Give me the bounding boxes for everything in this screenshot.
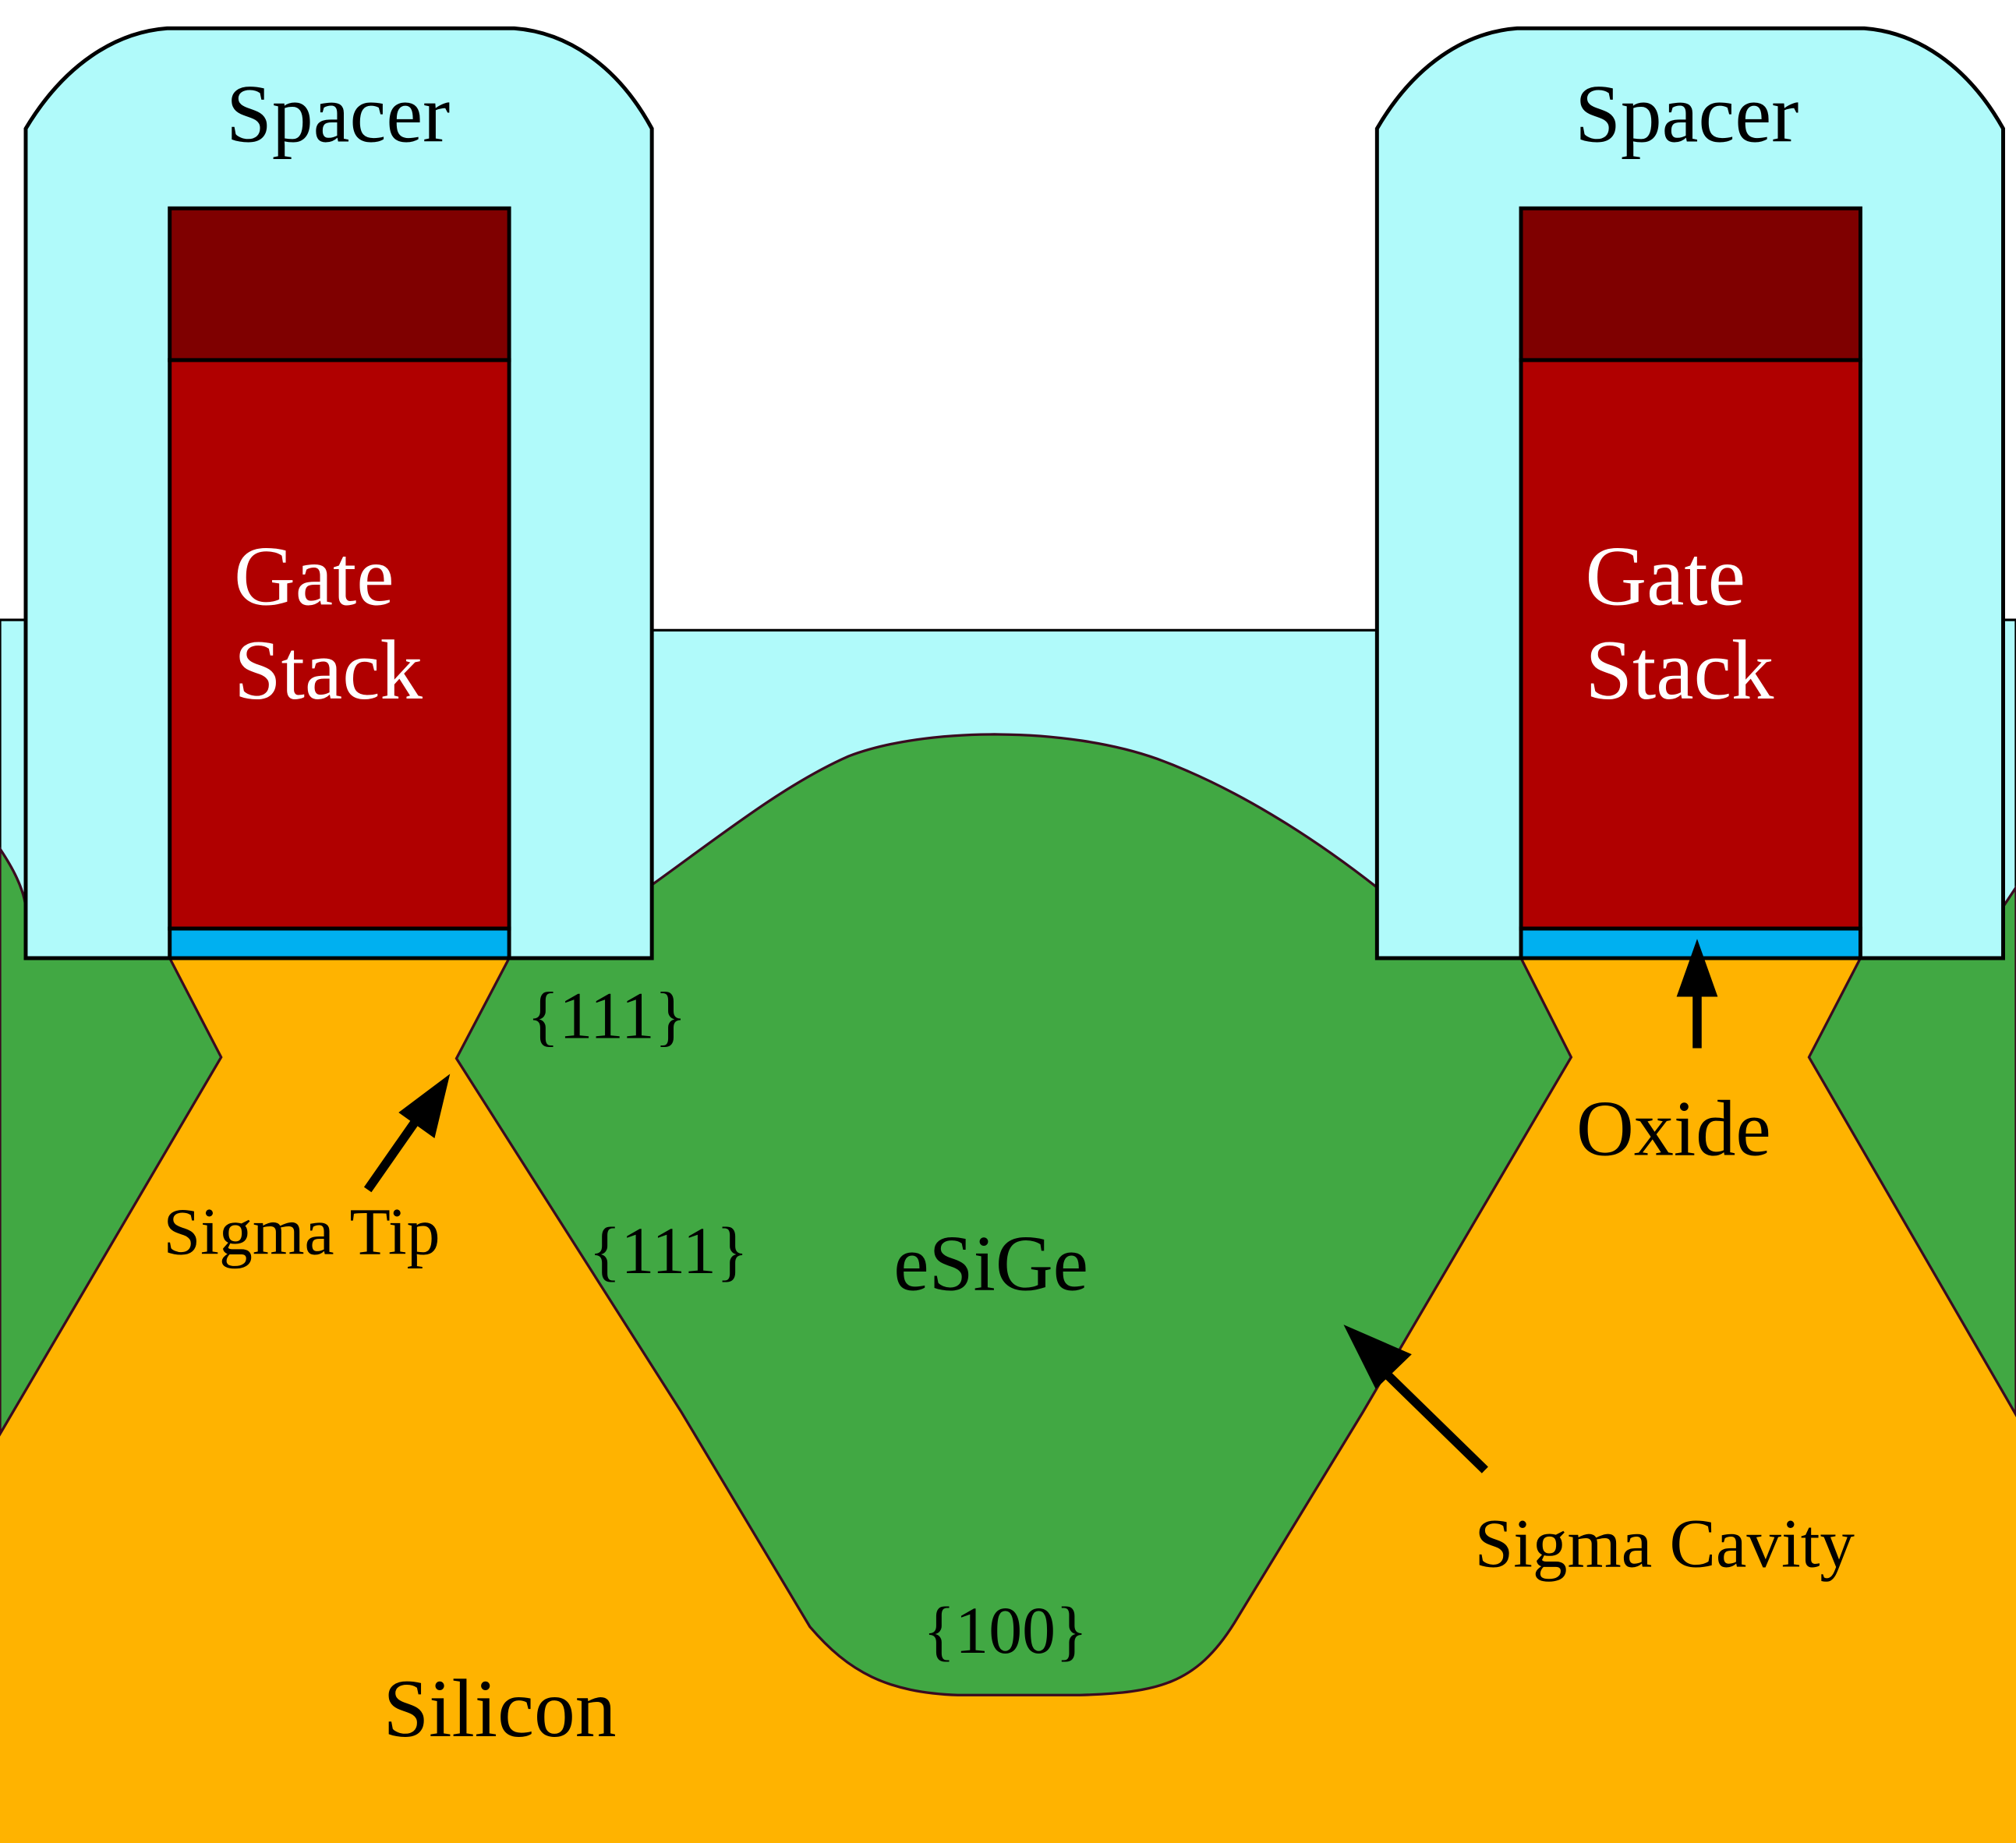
oxide-label: Oxide	[1576, 1084, 1771, 1173]
esige-label: eSiGe	[893, 1220, 1088, 1308]
sigma-cavity-arrow	[1343, 1325, 1488, 1473]
esige-region-middle	[454, 733, 1573, 1696]
gate-right-label-line1: Gate	[1586, 529, 1745, 623]
spacer-right-label: Spacer	[1575, 68, 1798, 159]
sigma-tip-arrow	[363, 1074, 451, 1193]
spacer-left-label: Spacer	[226, 68, 450, 159]
gate-stack-right	[1519, 358, 1862, 931]
gate-oxide-left	[168, 926, 511, 960]
gate-oxide-right	[1519, 926, 1862, 960]
oxide-arrow	[1676, 939, 1718, 1049]
sigma-cavity-label: Sigma Cavity	[1475, 1505, 1855, 1582]
gate-cap-right	[1519, 206, 1862, 363]
facet-111-lower-label: {111}	[589, 1214, 748, 1288]
gate-left-label-line2: Stack	[234, 623, 423, 717]
silicon-label: Silicon	[383, 1663, 616, 1754]
sigma-tip-label: Sigma Tip	[163, 1194, 440, 1268]
gate-cap-left	[168, 206, 511, 363]
facet-100-label: {100}	[923, 1594, 1088, 1668]
gate-left-label-line1: Gate	[234, 529, 394, 623]
esige-region-left	[0, 846, 223, 1437]
facet-111-upper-label: {111}	[527, 978, 687, 1052]
gate-right-label-line2: Stack	[1586, 623, 1774, 717]
gate-stack-left	[168, 358, 511, 931]
